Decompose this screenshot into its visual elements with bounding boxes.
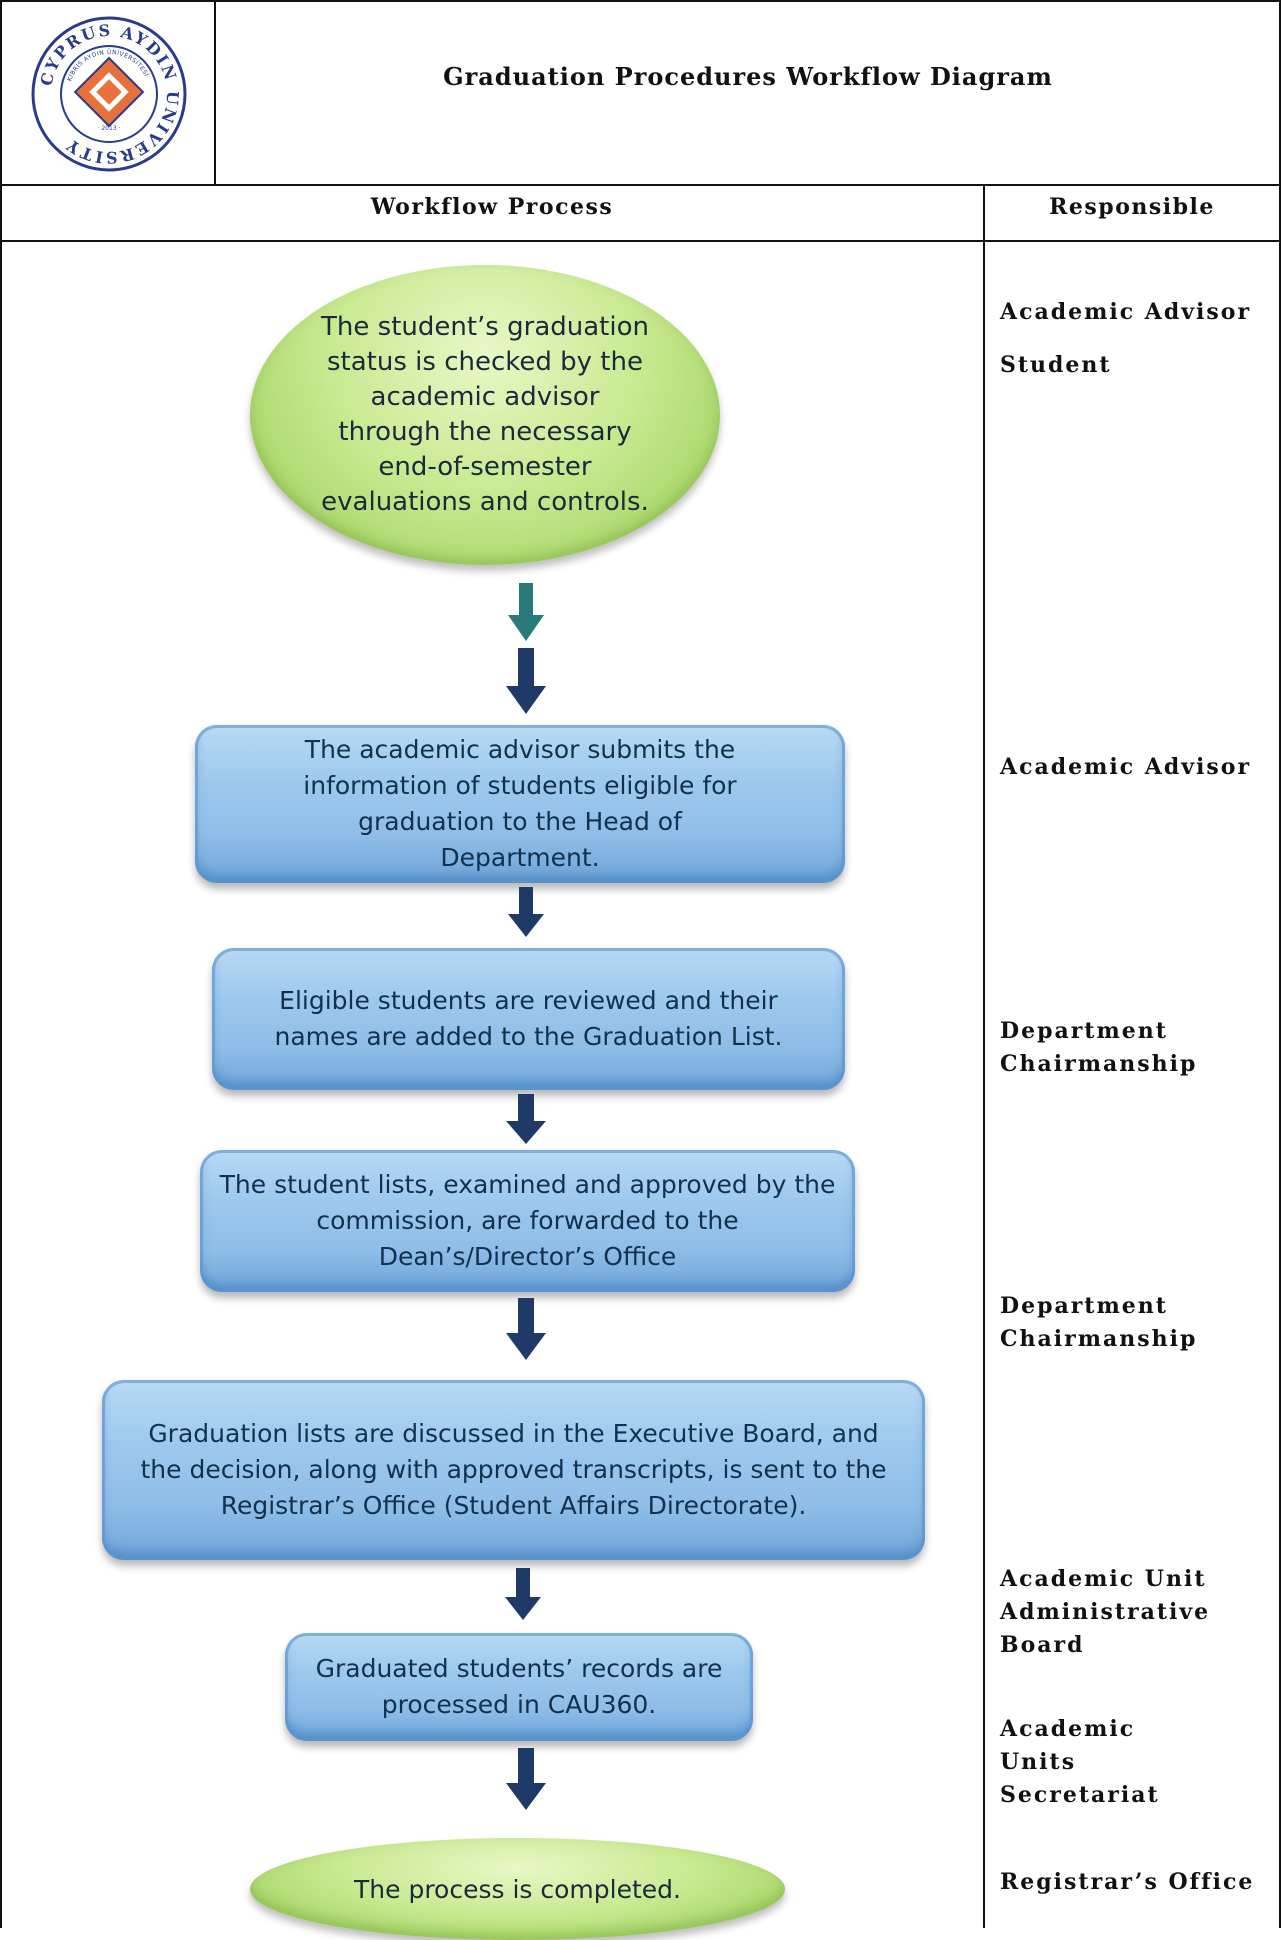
column-divider (983, 184, 985, 1928)
responsible-label: Department Chairmanship (1000, 1018, 1198, 1077)
step-text: The student’s graduation status is check… (321, 312, 649, 517)
logo-year: · 2013 · (98, 125, 121, 132)
down-arrow-icon (506, 1298, 546, 1360)
step-box: Graduated students’ records are processe… (285, 1633, 753, 1741)
responsible-label: Registrar’s Office (1000, 1869, 1255, 1895)
step-box: The student lists, examined and approved… (200, 1150, 855, 1292)
step-text: Eligible students are reviewed and their… (274, 986, 783, 1051)
responsible-label: Academic Advisor (1000, 754, 1252, 780)
down-arrow-icon (506, 1748, 546, 1810)
responsible-label: Academic Advisor (1000, 299, 1252, 325)
step-end-oval: The process is completed. (250, 1838, 785, 1940)
down-arrow-icon (506, 648, 546, 714)
responsible-label: Student (1000, 352, 1112, 378)
down-arrow-icon (508, 583, 544, 641)
table-border-right (1279, 0, 1281, 1928)
table-border-top (0, 0, 1281, 2)
down-arrow-icon (508, 887, 544, 937)
header-bottom-rule (0, 184, 1281, 186)
responsible-label: Academic Unit Administrative Board (1000, 1566, 1211, 1658)
step-text: Graduation lists are discussed in the Ex… (140, 1419, 887, 1520)
responsible-label: Department Chairmanship (1000, 1293, 1198, 1352)
responsible-label: Academic Units Secretariat (1000, 1716, 1160, 1808)
step-text: Graduated students’ records are processe… (315, 1654, 723, 1719)
logo-cell: CYPRUS AYDIN UNIVERSITY KIBRIS AYDIN ÜNİ… (2, 0, 216, 184)
column-header-process: Workflow Process (370, 194, 614, 220)
page-title: Graduation Procedures Workflow Diagram (443, 62, 1053, 91)
step-box: Graduation lists are discussed in the Ex… (102, 1380, 925, 1560)
table-border-left (0, 0, 2, 1928)
step-text: The academic advisor submits the informa… (303, 735, 737, 872)
step-start-oval: The student’s graduation status is check… (250, 265, 720, 565)
columnhead-bottom-rule (0, 240, 1281, 242)
step-text: The process is completed. (354, 1874, 681, 1904)
down-arrow-icon (505, 1568, 541, 1620)
step-text: The student lists, examined and approved… (219, 1170, 836, 1271)
step-box: The academic advisor submits the informa… (195, 725, 845, 883)
step-box: Eligible students are reviewed and their… (212, 948, 845, 1090)
header-logo-divider (214, 0, 216, 186)
column-header-responsible: Responsible (1049, 194, 1215, 220)
down-arrow-icon (506, 1094, 546, 1144)
university-logo: CYPRUS AYDIN UNIVERSITY KIBRIS AYDIN ÜNİ… (31, 16, 187, 172)
